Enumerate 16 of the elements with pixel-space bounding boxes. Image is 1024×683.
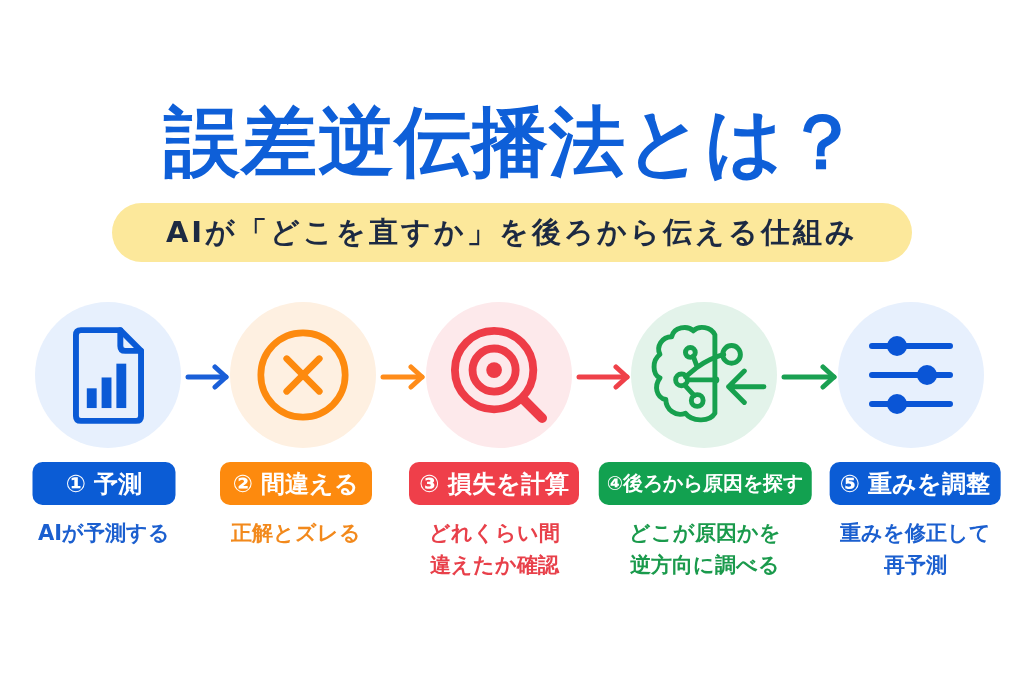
step-label: ③ 損失を計算 [409, 462, 579, 505]
title: 誤差逆伝播法とは？ [163, 96, 861, 188]
step-description: どこが原因かを逆方向に調べる [628, 520, 782, 579]
arrow [185, 364, 229, 390]
subtitle-banner: AIが「どこを直すか」を後ろから伝える仕組み [112, 203, 912, 262]
arrow [576, 364, 630, 390]
arrow [781, 364, 837, 390]
step-description: 正解とズレる [231, 520, 361, 547]
step-label: ④後ろから原因を探す [598, 462, 812, 505]
step-label: ① 予測 [32, 462, 176, 505]
step-label: ② 間違える [220, 462, 372, 505]
step-description: 重みを修正して再予測 [838, 520, 992, 579]
step-description: AIが予測する [37, 520, 171, 547]
arrow [380, 364, 425, 390]
step-description: どれくらい間違えたか確認 [427, 520, 561, 579]
step-label: ⑤ 重みを調整 [829, 462, 1001, 505]
